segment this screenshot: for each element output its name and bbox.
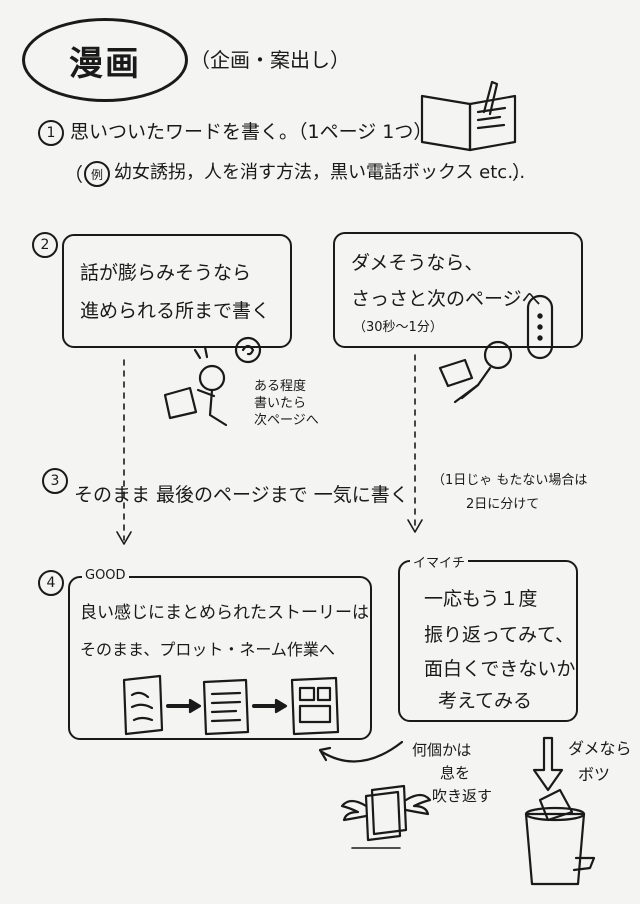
- page-title: 漫画: [22, 18, 188, 102]
- imaichi-line1: 一応もう１度: [424, 588, 538, 610]
- good-line2: そのまま、プロット・ネーム作業へ: [80, 640, 335, 659]
- example-label: 例: [84, 161, 110, 187]
- trash-can-icon: [524, 788, 596, 886]
- good-line1: 良い感じにまとめられたストーリーは: [80, 603, 369, 623]
- step-2-left-note-3: 次ページへ: [254, 413, 319, 428]
- imaichi-label: イマイチ: [410, 552, 469, 571]
- step-2-left-note-1: ある程度: [254, 379, 307, 394]
- imaichi-line2: 振り返ってみて、: [424, 624, 575, 646]
- revive-note-3: 吹き返す: [432, 787, 493, 805]
- step-2-right-line1: ダメそうなら、: [351, 252, 484, 274]
- step-2-number: 2: [32, 232, 58, 258]
- winged-page-icon: [340, 784, 432, 849]
- notebook-pen-icon: [420, 80, 517, 152]
- step-4-number: 4: [38, 570, 64, 596]
- speech-ellipsis-icon: [526, 294, 554, 360]
- down-arrow-icon: [532, 736, 564, 792]
- revival-arrow: [320, 740, 404, 763]
- step-2-left-line2: 進められる所まで書く: [80, 300, 271, 322]
- thinking-person-icon: [163, 336, 262, 427]
- revive-note-1: 何個かは: [412, 741, 472, 759]
- step-2-left-line1: 話が膨らみそうなら: [80, 262, 252, 284]
- example-open-paren: （: [64, 164, 84, 186]
- good-box: GOOD 良い感じにまとめられたストーリーは そのまま、プロット・ネーム作業へ: [68, 568, 372, 740]
- step-2-right-line3: （30秒〜1分）: [353, 320, 443, 335]
- reading-person-icon: [438, 340, 513, 404]
- step-2-left-box: 話が膨らみそうなら 進められる所まで書く: [62, 234, 292, 348]
- step-1-example: 幼女誘拐，人を消す方法，黒い電話ボックス etc…: [114, 162, 526, 183]
- step-3-note-1: （1日じゃ もたない場合は: [432, 473, 588, 488]
- revive-note-2: 息を: [440, 764, 471, 782]
- imaichi-line3: 面白くできないか: [424, 658, 576, 680]
- imaichi-line4: 考えてみる: [438, 690, 533, 712]
- good-label: GOOD: [82, 568, 129, 583]
- step-3-number: 3: [42, 468, 68, 494]
- step-3-text: そのまま 最後のページまで 一気に書く: [74, 484, 409, 506]
- step-3-note-2: 2日に分けて: [466, 497, 540, 512]
- step-2-left-note-2: 書いたら: [254, 396, 307, 411]
- trash-note-1: ダメなら: [568, 739, 632, 758]
- example-close-paren: ）: [512, 162, 532, 184]
- step-2-right-line2: さっさと次のページへ: [351, 288, 541, 310]
- step-1-text: 思いついたワードを書く。（1ページ 1つ）: [70, 121, 433, 143]
- step-2-right-box: ダメそうなら、 さっさと次のページへ （30秒〜1分）: [333, 232, 583, 348]
- step-1-number: 1: [38, 120, 64, 146]
- trash-note-2: ボツ: [578, 765, 611, 784]
- imaichi-box: イマイチ 一応もう１度 振り返ってみて、 面白くできないか 考えてみる: [398, 552, 578, 722]
- page-subtitle: （企画・案出し）: [190, 48, 350, 72]
- process-pages-icon: [122, 674, 340, 736]
